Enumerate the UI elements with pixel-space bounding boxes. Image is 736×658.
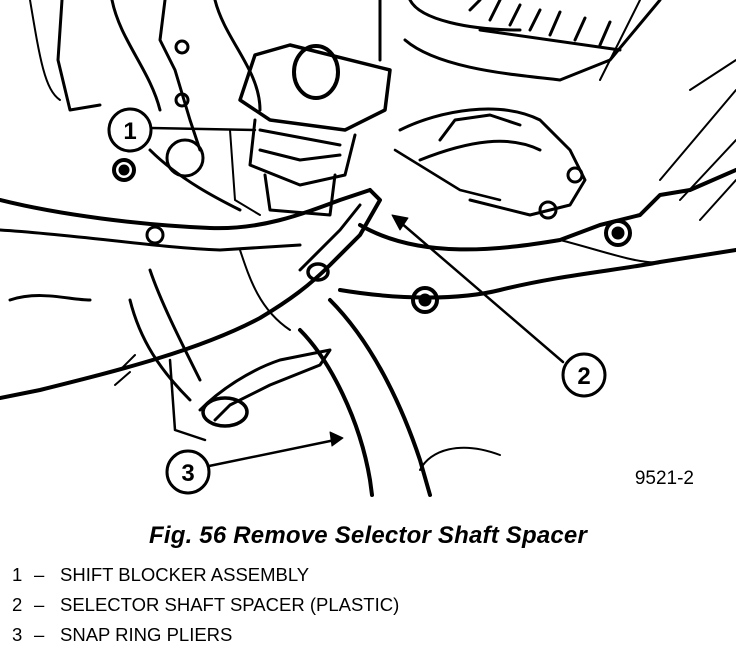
figure-number: 9521-2 — [635, 468, 694, 489]
callout-2-number: 2 — [577, 363, 590, 390]
legend-item-number: 1 — [12, 564, 23, 585]
legend-item: 1–SHIFT BLOCKER ASSEMBLY — [12, 560, 399, 590]
transmission-illustration: 1 2 3 9521-2 — [0, 0, 736, 497]
legend-item-number: 2 — [12, 594, 23, 615]
spring-clip — [8, 225, 501, 471]
callout-3-number: 3 — [181, 460, 194, 487]
callout-2-arrowhead — [391, 214, 409, 231]
gear-rack — [378, 0, 736, 221]
callout-1-badge — [107, 107, 153, 153]
legend-item-separator: – — [34, 564, 45, 585]
legend-item-number: 3 — [12, 624, 23, 645]
legend-item: 3–SNAP RING PLIERS — [12, 620, 399, 650]
callout-2-badge — [561, 352, 607, 398]
callout-1-leader — [149, 126, 257, 132]
legend-item-label: SELECTOR SHAFT SPACER (PLASTIC) — [60, 594, 400, 615]
legend-item-separator: – — [34, 594, 45, 615]
callout-2-leader — [398, 220, 565, 364]
callout-2: 2 — [391, 214, 607, 398]
callout-3-badge — [165, 449, 211, 495]
callout-3: 3 — [165, 431, 344, 495]
callout-legend: 1–SHIFT BLOCKER ASSEMBLY 2–SELECTOR SHAF… — [12, 560, 399, 650]
legend-item-label: SHIFT BLOCKER ASSEMBLY — [60, 564, 310, 585]
figure-caption: Fig. 56 Remove Selector Shaft Spacer — [148, 522, 588, 549]
legend-item-separator: – — [34, 624, 45, 645]
callout-1-number: 1 — [123, 118, 136, 145]
transmission-housing — [29, 0, 262, 212]
legend-item: 2–SELECTOR SHAFT SPACER (PLASTIC) — [12, 590, 399, 620]
snap-ring-pliers — [0, 168, 736, 497]
callout-3-leader — [207, 438, 337, 468]
selector-housing — [393, 107, 632, 247]
callout-1: 1 — [107, 107, 257, 153]
legend-item-label: SNAP RING PLIERS — [60, 624, 233, 645]
callout-3-arrowhead — [329, 431, 344, 447]
